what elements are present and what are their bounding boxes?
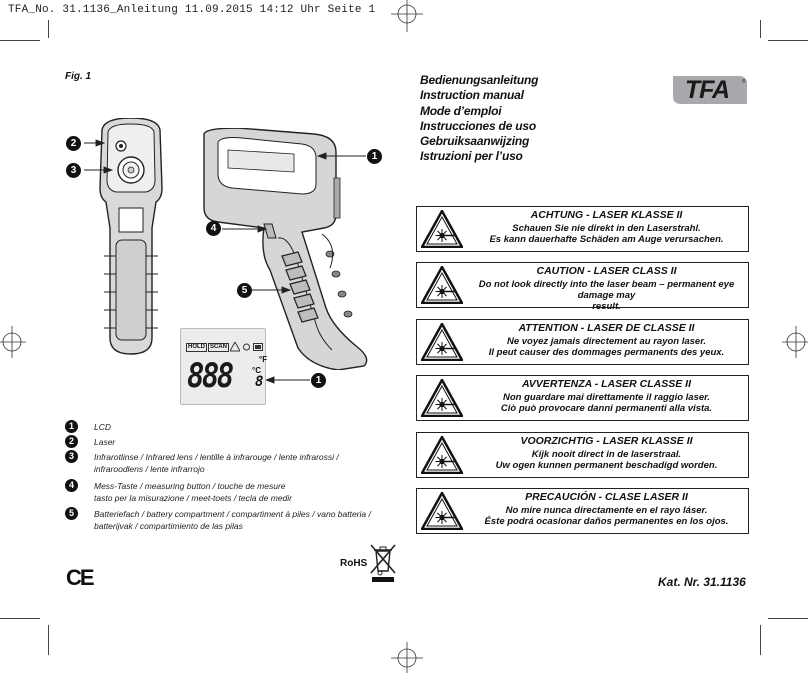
thermometer-side-view-illustration [203, 128, 368, 370]
title-en: Instruction manual [420, 88, 524, 103]
manual-titles: Bedienungsanleitung Instruction manual M… [420, 73, 538, 165]
warning-box-de: ACHTUNG - LASER KLASSE II Schauen Sie ni… [416, 206, 749, 252]
lcd-unit-fahrenheit: °F [259, 355, 268, 364]
lcd-unit-celsius: °C [252, 366, 261, 375]
lcd-hold-tag: HOLD [186, 343, 207, 352]
legend-number: 3 [65, 450, 78, 463]
legend-text: LCD [94, 422, 112, 432]
warning-heading: ACHTUNG - LASER KLASSE II [530, 209, 683, 221]
warning-text-line: result. [592, 301, 621, 312]
callout-4-measuring-button: 4 [206, 221, 221, 236]
callout-3-infrared-lens: 3 [66, 163, 81, 178]
warning-box-it: AVVERTENZA - LASER CLASSE II Non guardar… [416, 375, 749, 421]
legend-text: Batteriefach / battery compartment / com… [94, 509, 371, 519]
crop-mark [48, 20, 49, 38]
crop-mark [0, 40, 40, 41]
lcd-display-detail: HOLD SCAN 888 8 °F °C [180, 328, 268, 405]
registration-mark-bottom [391, 642, 423, 673]
callout-5-battery-compartment: 5 [237, 283, 252, 298]
crop-mark [0, 618, 40, 619]
crop-mark [768, 618, 808, 619]
warning-heading: AVVERTENZA - LASER CLASSE II [522, 378, 691, 390]
catalog-number: Kat. Nr. 31.1136 [658, 575, 746, 589]
legend-text: Infrarotlinse / Infrared lens / lentille… [94, 452, 339, 462]
warning-text-line: Ne voyez jamais directement au rayon las… [506, 336, 707, 347]
warning-text-line: Es kann dauerhafte Schäden am Auge verur… [489, 234, 724, 245]
weee-crossed-bin-icon [370, 544, 396, 582]
registration-mark-top [391, 0, 423, 32]
warning-heading: ATTENTION - LASER DE CLASSE II [518, 322, 695, 334]
callout-2-laser: 2 [66, 136, 81, 151]
legend-text: tasto per la misurazione / meet-toets / … [94, 493, 292, 503]
legend-number: 2 [65, 435, 78, 448]
warning-text-line: Éste podrá ocasionar daños permanentes e… [484, 516, 729, 527]
warning-text-line: Schauen Sie nie direkt in den Laserstrah… [512, 223, 701, 234]
registration-mark-left [0, 326, 26, 358]
registration-mark-right [782, 326, 808, 358]
legend-text: infraroodlens / lente infrarrojo [94, 464, 205, 474]
title-de: Bedienungsanleitung [420, 73, 539, 87]
title-fr: Mode d’emploi [420, 103, 502, 118]
battery-icon [253, 343, 263, 351]
warning-heading: PRECAUCIÓN - CLASE LASER II [525, 491, 688, 503]
warning-text-line: Non guardare mai direttamente il raggio … [503, 392, 710, 403]
warning-box-nl: VOORZICHTIG - LASER KLASSE II Kijk nooit… [416, 432, 749, 478]
legend-text: batterijvak / compartimiento de las pila… [94, 521, 243, 531]
warning-heading: VOORZICHTIG - LASER KLASSE II [520, 435, 693, 447]
legend-text: Laser [94, 437, 116, 447]
callout-1-lcd-detail: 1 [311, 373, 326, 388]
warning-box-en: CAUTION - LASER CLASS II Do not look dir… [416, 262, 749, 312]
warning-text-line: Uw ogen kunnen permanent beschadigd word… [495, 460, 718, 471]
warning-box-es: PRECAUCIÓN - CLASE LASER II No mire nunc… [416, 488, 749, 534]
callout-1-lcd: 1 [367, 149, 382, 164]
thermometer-front-view-illustration [99, 118, 163, 355]
crop-mark [768, 40, 808, 41]
warning-heading: CAUTION - LASER CLASS II [536, 265, 677, 277]
title-nl: Gebruiksaanwijzing [420, 134, 530, 149]
warning-text-line: Kijk nooit direct in de laserstraal. [531, 449, 682, 460]
title-es: Instrucciones de uso [420, 118, 537, 133]
print-header: TFA_No. 31.1136_Anleitung 11.09.2015 14:… [8, 4, 376, 16]
crop-mark [760, 20, 761, 38]
legend-number: 4 [65, 479, 78, 492]
figure-label: Fig. 1 [65, 71, 92, 82]
laser-warning-triangle-icon [421, 379, 463, 417]
laser-warning-triangle-icon [421, 323, 463, 361]
warning-box-fr: ATTENTION - LASER DE CLASSE II Ne voyez … [416, 319, 749, 365]
laser-warning-triangle-icon [421, 492, 463, 530]
legend-text: Mess-Taste / measuring button / touche d… [94, 481, 286, 491]
legend-number: 1 [65, 420, 78, 433]
warning-text-line: No mire nunca directamente en el rayo lá… [505, 505, 708, 516]
laser-warning-icon [230, 342, 240, 352]
tfa-logo-text: TFA [685, 76, 729, 104]
crop-mark [48, 625, 49, 655]
laser-beam-icon [243, 343, 250, 351]
lcd-main-digits: 888 [187, 356, 234, 396]
lcd-decimal-digit: 8 [255, 374, 264, 390]
legend-number: 5 [65, 507, 78, 520]
crop-mark [760, 625, 761, 655]
laser-warning-triangle-icon [421, 266, 463, 304]
warning-text-line: Ciò può provocare danni permanenti alla … [500, 403, 713, 414]
lcd-scan-tag: SCAN [208, 343, 230, 352]
warning-text-line: Do not look directly into the laser beam… [478, 279, 735, 301]
title-it: Istruzioni per l’uso [420, 149, 523, 164]
warning-text-line: Il peut causer des dommages permanents d… [488, 347, 725, 358]
svg-text:®: ® [742, 78, 746, 85]
laser-warning-triangle-icon [421, 436, 463, 474]
rohs-label: RoHS [340, 558, 368, 569]
tfa-logo: TFA ® [673, 76, 747, 104]
ce-mark: CE [66, 565, 95, 590]
laser-warning-triangle-icon [421, 210, 463, 248]
